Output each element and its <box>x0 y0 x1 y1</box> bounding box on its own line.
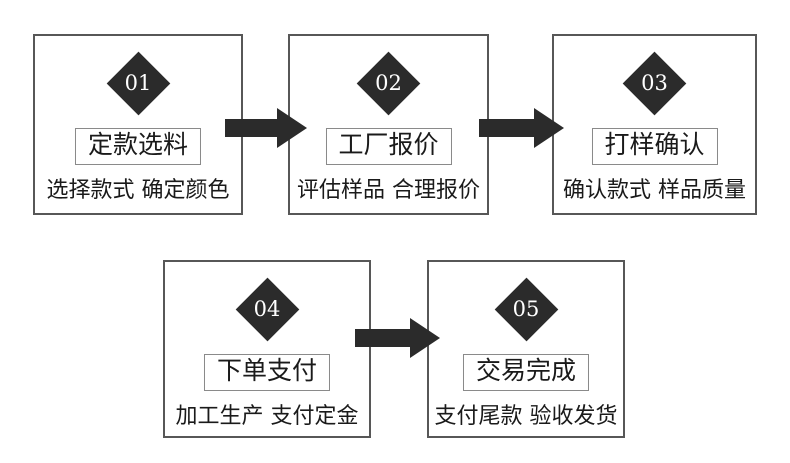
step-title-02: 工厂报价 <box>325 128 452 165</box>
step-badge-02: 02 <box>356 51 421 115</box>
step-box-03[interactable]: 03 打样确认 确认款式 样品质量 <box>552 34 757 215</box>
step-badge-03: 03 <box>622 51 687 115</box>
step-title-03: 打样确认 <box>591 128 718 165</box>
step-number-01: 01 <box>124 71 152 95</box>
connector-arrow-04-to-05 <box>355 318 440 358</box>
step-number-03: 03 <box>641 71 668 95</box>
step-content-03: 03 打样确认 确认款式 样品质量 <box>554 36 755 213</box>
step-box-02[interactable]: 02 工厂报价 评估样品 合理报价 <box>288 34 489 215</box>
step-box-01[interactable]: 01 定款选料 选择款式 确定颜色 <box>33 34 243 215</box>
right-block-arrow-icon <box>355 318 440 358</box>
step-title-04: 下单支付 <box>203 354 331 391</box>
step-subtitle-03: 确认款式 样品质量 <box>563 178 746 203</box>
step-badge-01: 01 <box>106 51 170 115</box>
step-box-04[interactable]: 04 下单支付 加工生产 支付定金 <box>163 260 371 438</box>
step-content-02: 02 工厂报价 评估样品 合理报价 <box>290 36 487 213</box>
right-block-arrow-icon <box>479 108 564 148</box>
step-title-05: 交易完成 <box>462 354 590 391</box>
connector-arrow-01-to-02 <box>225 108 307 148</box>
step-subtitle-01: 选择款式 确定颜色 <box>46 178 230 203</box>
step-title-01: 定款选料 <box>74 128 202 165</box>
step-badge-04: 04 <box>235 277 299 341</box>
step-badge-05: 05 <box>494 277 558 341</box>
step-subtitle-02: 评估样品 合理报价 <box>297 178 480 203</box>
step-number-05: 05 <box>512 297 540 321</box>
step-subtitle-04: 加工生产 支付定金 <box>175 404 359 429</box>
step-content-04: 04 下单支付 加工生产 支付定金 <box>165 262 369 436</box>
right-block-arrow-icon <box>225 108 307 148</box>
step-content-05: 05 交易完成 支付尾款 验收发货 <box>429 262 623 436</box>
step-content-01: 01 定款选料 选择款式 确定颜色 <box>35 36 241 213</box>
connector-arrow-02-to-03 <box>479 108 564 148</box>
step-number-04: 04 <box>253 297 281 321</box>
step-number-02: 02 <box>375 71 402 95</box>
step-subtitle-05: 支付尾款 验收发货 <box>434 404 618 429</box>
step-box-05[interactable]: 05 交易完成 支付尾款 验收发货 <box>427 260 625 438</box>
